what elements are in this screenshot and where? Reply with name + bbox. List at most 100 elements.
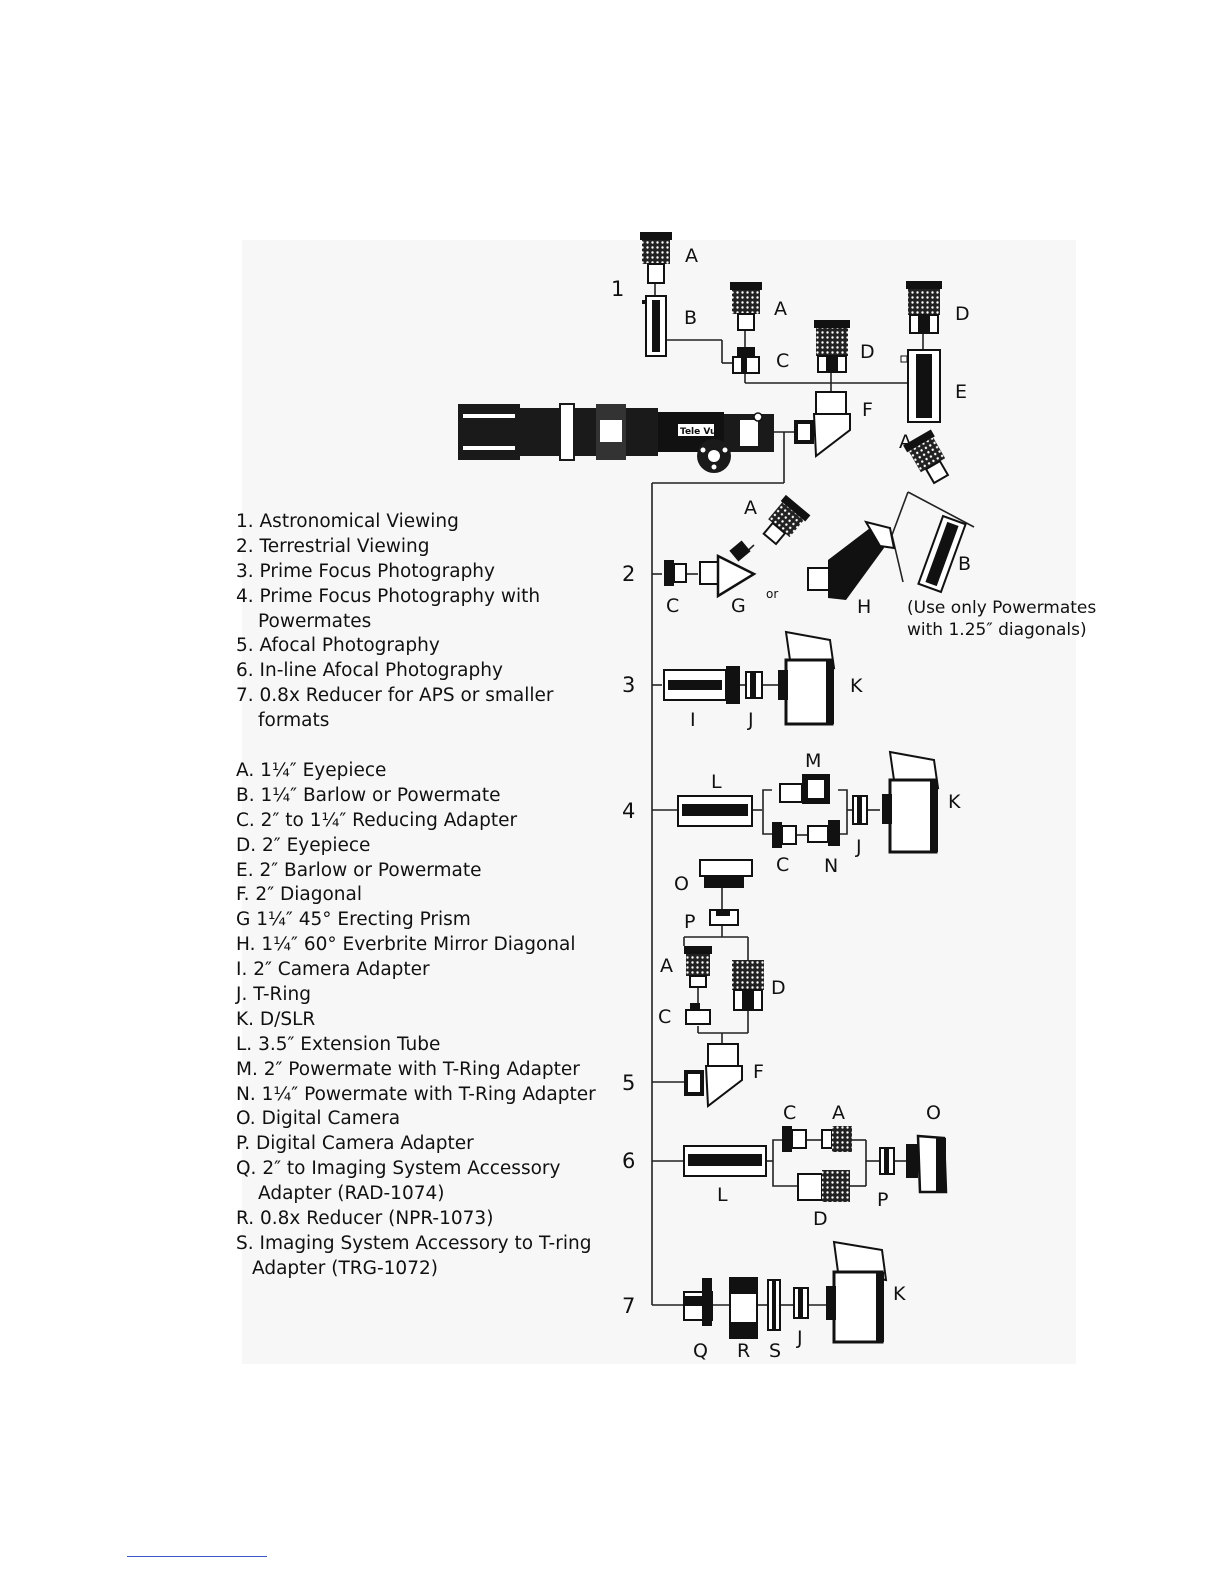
erecting-prism-g	[699, 540, 757, 599]
letter-label: A	[832, 1102, 845, 1124]
letter-label: K	[893, 1283, 906, 1305]
legend-item: L. 3.5″ Extension Tube	[236, 1033, 441, 1055]
letter-label: F	[753, 1061, 764, 1083]
legend-item: D. 2″ Eyepiece	[236, 834, 371, 856]
legend-item: N. 1¼″ Powermate with T-Ring Adapter	[236, 1083, 596, 1105]
brand-label: Tele Vue	[680, 427, 723, 437]
letter-label: P	[684, 911, 695, 933]
letter-label: Q	[693, 1340, 708, 1362]
reducing-adapter-c-row6	[782, 1126, 807, 1152]
letter-label: C	[658, 1006, 671, 1028]
barlow-b-row2	[917, 514, 967, 594]
legend-item: E. 2″ Barlow or Powermate	[236, 859, 482, 881]
digital-camera-o-row5	[699, 859, 753, 888]
legend-item: 5. Afocal Photography	[236, 635, 440, 657]
legend-item: 2. Terrestrial Viewing	[236, 535, 430, 557]
letter-label: A	[899, 431, 912, 453]
powermate-note-line1: (Use only Powermates	[907, 598, 1096, 618]
t-ring-j-row7	[793, 1287, 809, 1319]
reducing-adapter-c-row4	[772, 822, 797, 848]
reducing-adapter-c-row2	[664, 560, 687, 586]
letter-label: M	[805, 750, 821, 772]
reducing-adapter-c-row1	[732, 347, 760, 374]
letter-label: C	[776, 854, 789, 876]
letter-label: A	[744, 497, 757, 519]
configuration-legend: 1. Astronomical Viewing 2. Terrestrial V…	[236, 510, 554, 734]
mirror-diagonal-h	[807, 520, 896, 600]
telescope-tube: Tele Vue	[458, 403, 774, 473]
legend-item: 3. Prime Focus Photography	[236, 560, 495, 582]
footer-rule	[127, 1556, 267, 1557]
letter-label: A	[685, 245, 698, 267]
eyepiece-d-row6	[797, 1170, 850, 1202]
legend-item: Q. 2″ to Imaging System Accessory	[236, 1158, 561, 1180]
letter-label: L	[711, 771, 722, 793]
legend-item: O. Digital Camera	[236, 1108, 401, 1130]
legend-item: Adapter (TRG-1072)	[252, 1257, 438, 1279]
letter-label: C	[783, 1102, 796, 1124]
letter-label: J	[855, 836, 862, 858]
legend-item: 4. Prime Focus Photography with	[236, 585, 541, 607]
legend-item: Adapter (RAD-1074)	[258, 1183, 445, 1205]
barlow-e-row1	[900, 349, 941, 423]
legend-item: formats	[258, 710, 330, 732]
extension-tube-l-row6	[683, 1145, 767, 1177]
digital-camera-o-row6	[906, 1134, 948, 1194]
component-legend: A. 1¼″ Eyepiece B. 1¼″ Barlow or Powerma…	[236, 759, 596, 1282]
legend-item: F. 2″ Diagonal	[236, 884, 362, 906]
legend-item: B. 1¼″ Barlow or Powermate	[236, 784, 501, 806]
t-ring-j-row3	[745, 671, 763, 699]
powermate-m	[779, 774, 830, 804]
dslr-k-row3	[778, 630, 836, 726]
legend-item: H. 1¼″ 60° Everbrite Mirror Diagonal	[236, 934, 576, 956]
legend-item: I. 2″ Camera Adapter	[236, 959, 430, 981]
letter-label: H	[857, 596, 871, 618]
config-number-2: 2	[622, 562, 635, 586]
dslr-k-row4	[882, 750, 940, 854]
config-number-3: 3	[622, 673, 635, 697]
extension-tube-l-row4	[677, 795, 753, 827]
letter-label: J	[747, 709, 754, 731]
letter-label: P	[877, 1189, 888, 1211]
letter-label: D	[860, 341, 875, 363]
powermate-n	[807, 820, 840, 846]
legend-item: 6. In-line Afocal Photography	[236, 660, 503, 682]
eyepiece-a-row6	[821, 1126, 852, 1152]
config-number-4: 4	[622, 799, 635, 823]
letter-label: C	[666, 595, 679, 617]
legend-item: J. T-Ring	[236, 984, 311, 1006]
legend-item: P. Digital Camera Adapter	[236, 1133, 474, 1155]
letter-label: C	[776, 350, 789, 372]
letter-label: D	[771, 977, 786, 999]
camera-adapter-i	[663, 666, 740, 704]
config-number-1: 1	[611, 277, 624, 301]
digital-camera-adapter-p	[709, 909, 739, 926]
legend-item: C. 2″ to 1¼″ Reducing Adapter	[236, 809, 518, 831]
eyepiece-a-row1c	[903, 429, 950, 485]
legend-item: K. D/SLR	[236, 1008, 316, 1030]
eyepiece-d-row1	[814, 320, 850, 373]
letter-label: L	[717, 1184, 728, 1206]
or-label: or	[766, 587, 778, 601]
adapter-q	[683, 1278, 713, 1326]
diagonal-f-row1	[794, 391, 851, 458]
letter-label: O	[926, 1102, 941, 1124]
letter-label: B	[684, 307, 697, 329]
legend-item: R. 0.8x Reducer (NPR-1073)	[236, 1208, 494, 1230]
letter-label: N	[824, 855, 838, 877]
legend-item: 7. 0.8x Reducer for APS or smaller	[236, 685, 554, 707]
eyepiece-a-row1b	[730, 282, 762, 331]
dslr-k-row7	[826, 1240, 888, 1344]
eyepiece-a-row1	[640, 232, 672, 284]
letter-label: E	[955, 381, 967, 403]
legend-item: S. Imaging System Accessory to T-ring	[236, 1232, 592, 1254]
letter-label: S	[769, 1340, 781, 1362]
letter-label: I	[690, 709, 696, 731]
letter-label: G	[731, 595, 746, 617]
letter-label: K	[850, 675, 863, 697]
eyepiece-d-row5	[732, 960, 764, 1011]
letter-label: F	[862, 399, 873, 421]
letter-label: O	[674, 873, 689, 895]
connector-lines	[651, 283, 975, 1306]
